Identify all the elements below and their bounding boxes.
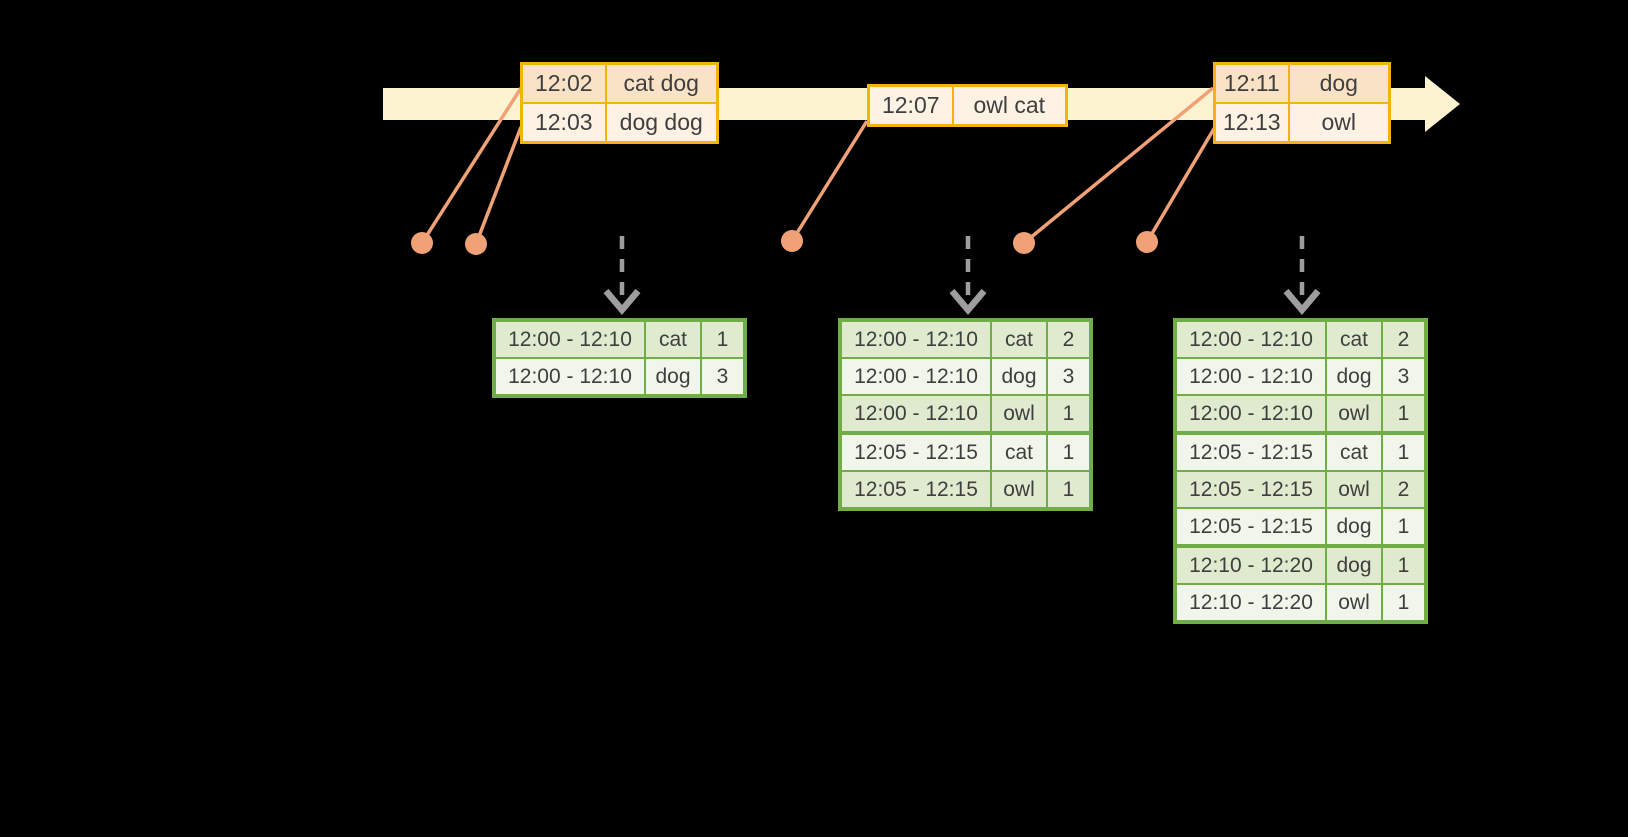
- window-cell: 12:00 - 12:10: [839, 357, 992, 396]
- event-dot-4: [1013, 232, 1035, 254]
- count-cell: 1: [1046, 394, 1092, 434]
- event-time-cell: 12:07: [867, 84, 954, 127]
- word-cell: owl: [990, 470, 1048, 510]
- trigger-arrowhead-icon-3: [1283, 288, 1321, 316]
- event-words-cell: owl cat: [951, 84, 1068, 127]
- event-words-cell: owl: [1287, 102, 1391, 144]
- count-cell: 1: [1381, 583, 1427, 623]
- event-time-cell: 12:11: [1213, 62, 1290, 104]
- word-cell: owl: [1325, 470, 1383, 509]
- window-cell: 12:00 - 12:10: [493, 319, 646, 359]
- word-cell: cat: [1325, 431, 1383, 472]
- word-cell: cat: [990, 431, 1048, 472]
- count-cell: 1: [1381, 394, 1427, 434]
- leader-line-3: [790, 120, 869, 242]
- word-cell: owl: [990, 394, 1048, 434]
- word-cell: dog: [644, 357, 702, 397]
- trigger-arrowhead-icon-1: [603, 288, 641, 316]
- count-cell: 3: [1046, 357, 1092, 396]
- count-cell: 1: [1381, 431, 1427, 472]
- count-cell: 2: [1046, 319, 1092, 359]
- word-cell: dog: [1325, 544, 1383, 585]
- word-cell: cat: [990, 319, 1048, 359]
- trigger-arrowhead-icon-2: [949, 288, 987, 316]
- word-cell: cat: [1325, 319, 1383, 359]
- word-cell: owl: [1325, 394, 1383, 434]
- count-cell: 2: [1381, 470, 1427, 509]
- window-cell: 12:00 - 12:10: [839, 394, 992, 434]
- window-cell: 12:00 - 12:10: [493, 357, 646, 397]
- event-dot-2: [465, 233, 487, 255]
- window-cell: 12:05 - 12:15: [1174, 507, 1327, 547]
- window-cell: 12:05 - 12:15: [839, 470, 992, 510]
- count-cell: 1: [1046, 470, 1092, 510]
- event-time-cell: 12:13: [1213, 102, 1290, 144]
- leader-lines: [420, 86, 1217, 245]
- count-cell: 3: [700, 357, 746, 397]
- trigger-arrows: [603, 236, 1321, 316]
- event-time-cell: 12:02: [520, 62, 607, 104]
- count-cell: 1: [1381, 507, 1427, 547]
- window-cell: 12:00 - 12:10: [1174, 394, 1327, 434]
- event-dot-1: [411, 232, 433, 254]
- count-cell: 1: [1381, 544, 1427, 585]
- leader-line-4: [1022, 86, 1215, 245]
- window-cell: 12:05 - 12:15: [1174, 470, 1327, 509]
- window-cell: 12:00 - 12:10: [1174, 319, 1327, 359]
- count-cell: 2: [1381, 319, 1427, 359]
- event-words-cell: dog dog: [604, 102, 719, 144]
- word-cell: dog: [1325, 507, 1383, 547]
- window-cell: 12:00 - 12:10: [1174, 357, 1327, 396]
- window-cell: 12:05 - 12:15: [839, 431, 992, 472]
- window-cell: 12:00 - 12:10: [839, 319, 992, 359]
- event-dot-3: [781, 230, 803, 252]
- word-cell: owl: [1325, 583, 1383, 623]
- timeline-arrowhead-icon: [1425, 76, 1460, 132]
- leader-line-1: [420, 87, 523, 244]
- leader-line-2: [474, 126, 523, 245]
- event-time-cell: 12:03: [520, 102, 607, 144]
- count-cell: 1: [1046, 431, 1092, 472]
- window-cell: 12:05 - 12:15: [1174, 431, 1327, 472]
- event-dot-5: [1136, 231, 1158, 253]
- event-words-cell: cat dog: [604, 62, 719, 104]
- count-cell: 3: [1381, 357, 1427, 396]
- word-cell: dog: [1325, 357, 1383, 396]
- window-cell: 12:10 - 12:20: [1174, 544, 1327, 585]
- leader-line-5: [1145, 126, 1217, 243]
- word-cell: dog: [990, 357, 1048, 396]
- word-cell: cat: [644, 319, 702, 359]
- event-words-cell: dog: [1287, 62, 1391, 104]
- count-cell: 1: [700, 319, 746, 359]
- event-dots: [411, 230, 1158, 255]
- window-cell: 12:10 - 12:20: [1174, 583, 1327, 623]
